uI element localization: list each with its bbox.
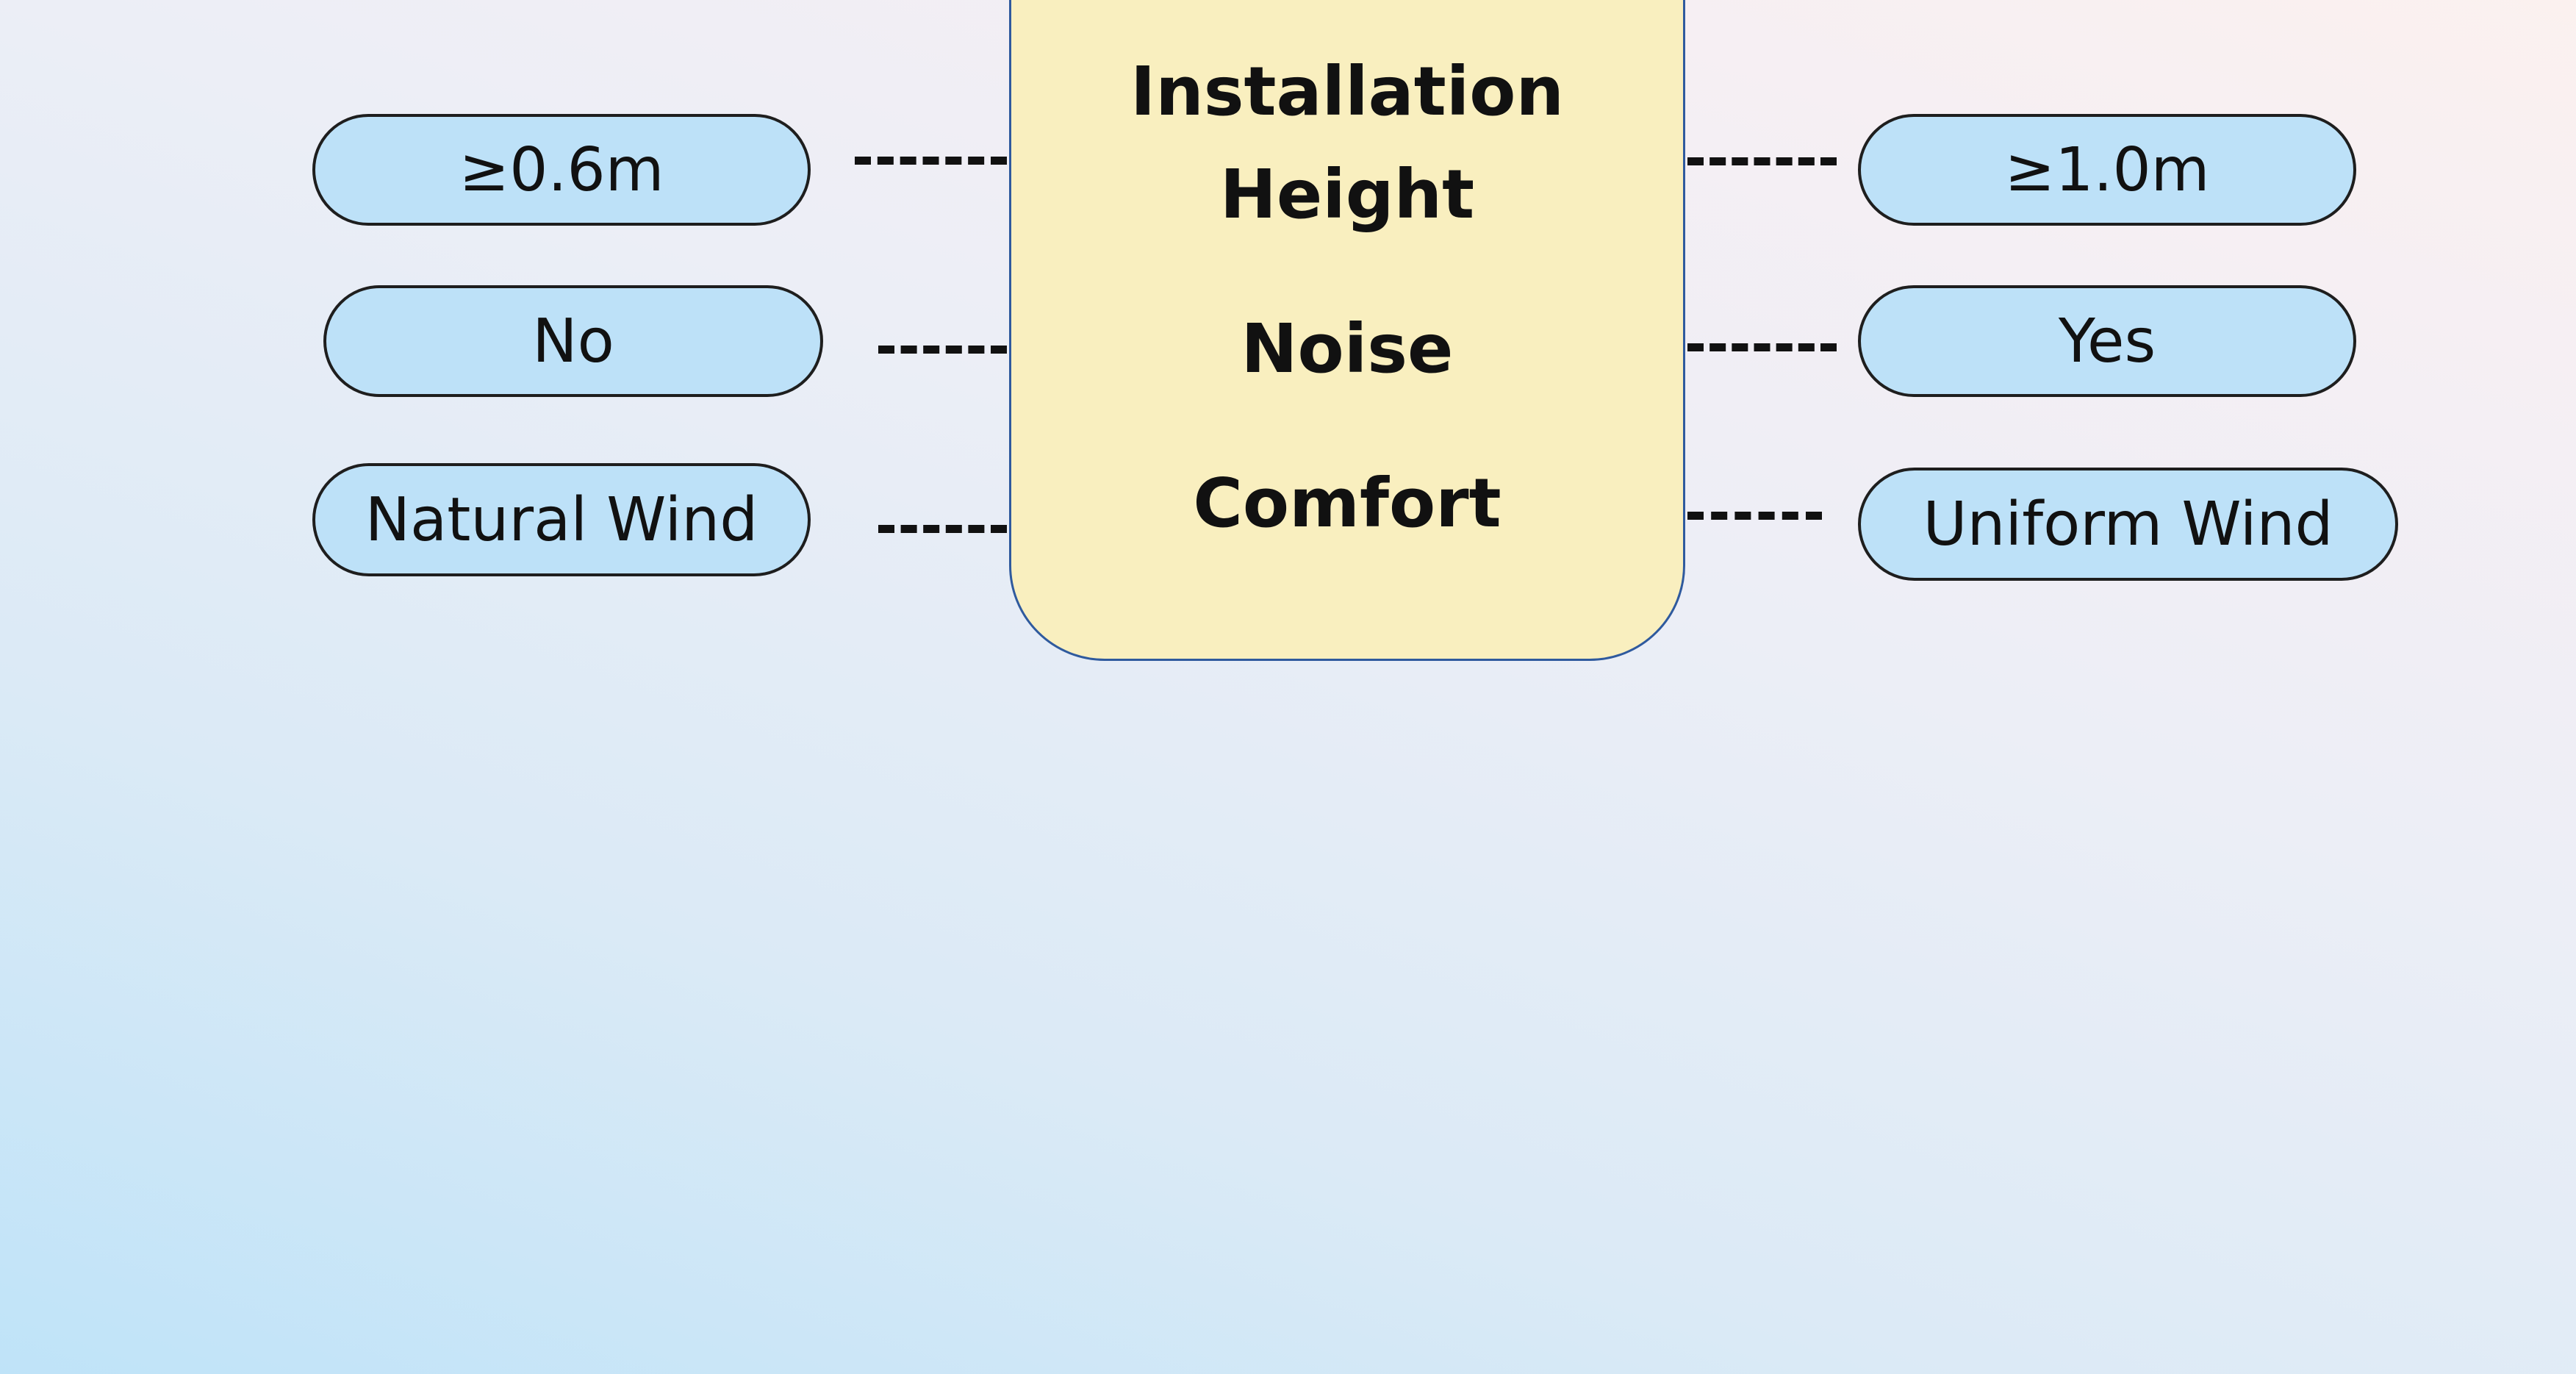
right-option-noise: Yes [1858, 285, 2356, 397]
connector-left-height [855, 157, 1007, 165]
connector-right-height [1687, 157, 1837, 165]
connector-left-comfort [878, 525, 1007, 533]
right-option-height-text: ≥1.0m [2004, 135, 2210, 205]
attribute-box [1009, 0, 1685, 661]
right-option-height: ≥1.0m [1858, 114, 2356, 226]
installation-label: Installation [1130, 52, 1564, 131]
right-option-noise-text: Yes [2058, 306, 2156, 376]
comfort-label: Comfort [1193, 464, 1502, 543]
left-option-comfort: Natural Wind [312, 463, 811, 576]
connector-left-noise [878, 346, 1007, 354]
right-option-comfort-text: Uniform Wind [1923, 489, 2333, 559]
noise-label: Noise [1241, 309, 1454, 388]
left-option-noise-text: No [532, 306, 614, 376]
height-label: Height [1219, 155, 1475, 234]
left-option-height: ≥0.6m [312, 114, 811, 226]
connector-right-comfort [1687, 512, 1822, 520]
left-option-noise: No [323, 285, 823, 397]
connector-right-noise [1687, 343, 1837, 351]
right-option-comfort: Uniform Wind [1858, 468, 2398, 581]
left-option-height-text: ≥0.6m [459, 135, 664, 205]
left-option-comfort-text: Natural Wind [365, 484, 758, 555]
